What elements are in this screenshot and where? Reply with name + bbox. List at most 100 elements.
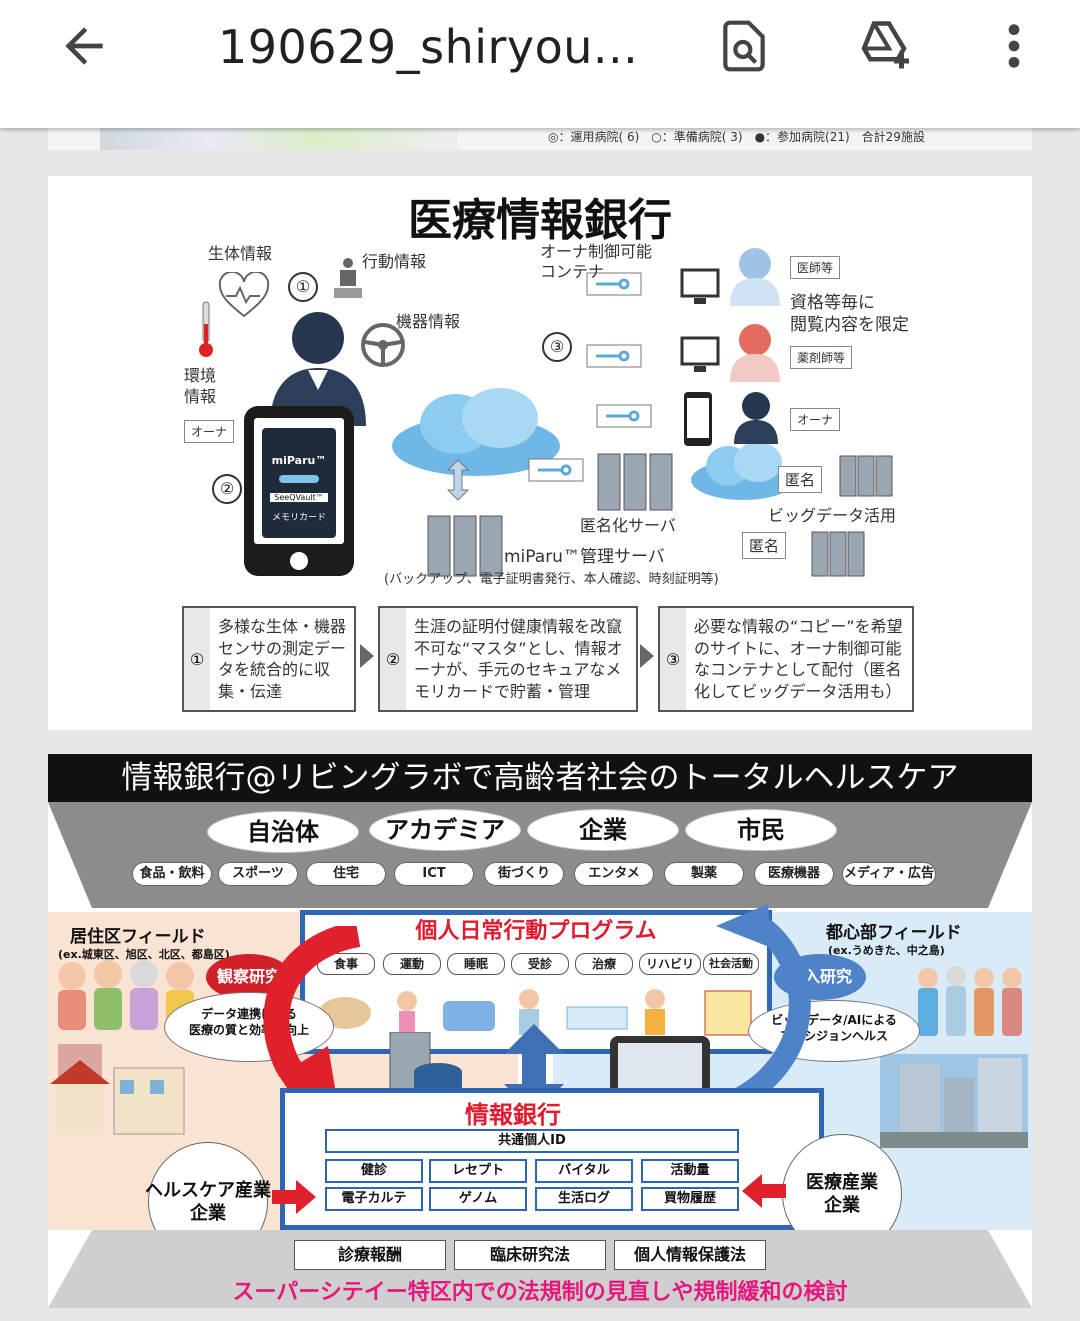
owner-tag: オーナ <box>184 420 235 443</box>
regulation-review-text: スーパーシテイー特区内での法規制の見直しや規制緩和の検討 <box>232 1280 848 1305</box>
program-title: 個人日常行動プログラム <box>415 919 657 944</box>
data-cell-7: 買物履歴 <box>641 1187 739 1211</box>
previous-page-strip: ◎：運用病院( 6) ○：準備病院( 3) ●：参加病院(21) 合計29施設 <box>48 128 1032 150</box>
more-vert-icon[interactable] <box>982 14 1046 78</box>
activity-4: 治療 <box>575 953 633 975</box>
left-field-sub: (ex.城東区、旭区、北区、都島区) <box>58 948 230 961</box>
sector-0: 食品・飲料 <box>132 862 212 886</box>
activity-illustrations <box>319 989 752 1036</box>
label-mgmt-note: (バックアップ、電子証明書発行、本人確認、時刻証明等) <box>384 572 719 587</box>
data-cell-6: 生活ログ <box>535 1187 633 1211</box>
card-brand: miParu™ <box>271 454 327 467</box>
owner-tag-2: オーナ <box>790 408 841 431</box>
document-title: 190629_shiryou... <box>218 20 639 74</box>
law-1: 臨床研究法 <box>454 1240 606 1270</box>
monitor-icon-1 <box>680 268 720 304</box>
information-bank: 情報銀行 共通個人ID 健診 レセプト バイタル 活動量 電子カルテ ゲノム 生… <box>280 1088 824 1230</box>
step-marker-2: ② <box>212 474 242 504</box>
map-thumbnail <box>100 128 458 150</box>
stakeholder-1: アカデミア <box>370 810 520 850</box>
key-container-icon-1 <box>586 272 642 296</box>
heart-icon <box>218 272 270 318</box>
sync-arrow-icon <box>446 459 470 501</box>
activity-icon <box>334 258 362 298</box>
card-label: メモリカード <box>271 513 326 523</box>
data-cell-5: ゲノム <box>429 1187 527 1211</box>
thermometer-icon <box>199 301 213 357</box>
citizens-illustration <box>918 966 1022 1036</box>
bigdata-server-icon-2 <box>811 531 865 577</box>
cloud-icon <box>392 388 560 476</box>
key-container-icon-3 <box>596 404 652 428</box>
activity-5: リハビリ <box>639 953 701 975</box>
home-button <box>290 552 308 570</box>
anonymizer-server-icon <box>597 453 673 511</box>
data-cell-3: 活動量 <box>641 1159 739 1183</box>
label-restrict: 資格等毎に 閲覧内容を限定 <box>790 293 909 336</box>
step-arrow-1 <box>360 644 374 668</box>
sector-1: スポーツ <box>218 862 298 886</box>
pharmacist-icon <box>730 324 780 382</box>
slide-header: 情報銀行@リビングラボで高齢者社会のトータルヘルスケア <box>48 754 1032 802</box>
sector-8: メディア・広告 <box>842 862 936 886</box>
pharmacist-tag: 薬剤師等 <box>790 346 853 369</box>
anonymous-tag-2: 匿名 <box>742 532 787 559</box>
elderly-people-illustration <box>58 960 194 1030</box>
stakeholder-0: 自治体 <box>208 812 358 852</box>
anonymous-tag-1: 匿名 <box>778 466 823 493</box>
arrow-back-icon[interactable] <box>52 14 116 78</box>
sector-3: ICT <box>394 862 474 886</box>
step-box-1-text: 多様な生体・機器センサの測定データを統合的に収集・伝達 <box>218 617 347 701</box>
slide-medical-info-bank: 医療情報銀行 生体情報 行動情報 機器情報 環境 情報 オーナ ① ② ③ mi… <box>48 176 1032 730</box>
sector-7: 医療機器 <box>754 862 834 886</box>
app-bar: 190629_shiryou... <box>0 0 1080 128</box>
owner-icon <box>734 392 778 444</box>
left-field-name: 居住区フィールド <box>70 927 206 947</box>
activity-1: 運動 <box>383 953 441 975</box>
law-2: 個人情報保護法 <box>614 1240 766 1270</box>
sector-5: エンタメ <box>574 862 654 886</box>
doctor-icon <box>730 248 780 306</box>
common-id-cell: 共通個人ID <box>325 1129 739 1153</box>
law-0: 診療報酬 <box>294 1240 446 1270</box>
cloud-small-icon <box>691 442 795 500</box>
data-cell-2: バイタル <box>535 1159 633 1183</box>
label-mgmt-server: miParu™管理サーバ <box>504 547 665 567</box>
houses-illustration <box>50 1044 185 1135</box>
red-arrow-right-industry <box>742 1174 786 1208</box>
management-server-icon <box>427 515 503 577</box>
step-box-2-text: 生涯の証明付健康情報を改竄不可な“マスタ”とし、情報オーナが、手元のセキュアなメ… <box>414 617 623 701</box>
step-box-1: ① 多様な生体・機器センサの測定データを統合的に収集・伝達 <box>182 606 356 712</box>
right-field-name: 都心部フィールド <box>826 923 962 943</box>
add-to-drive-icon[interactable] <box>852 14 916 78</box>
activity-3: 受診 <box>511 953 569 975</box>
label-bigdata: ビッグデータ活用 <box>768 506 897 525</box>
card-sub: SeeQVault™ <box>270 493 328 502</box>
sector-4: 街づくり <box>484 862 564 886</box>
step-box-3-num: ③ <box>660 608 686 710</box>
key-container-icon-2 <box>586 344 642 368</box>
step-box-1-num: ① <box>184 608 210 710</box>
data-cell-1: レセプト <box>429 1159 527 1183</box>
slide-title: 医療情報銀行 <box>408 195 672 246</box>
key-container-icon-4 <box>528 458 584 482</box>
mobile-icon <box>684 392 712 446</box>
hospital-legend: ◎：運用病院( 6) ○：準備病院( 3) ●：参加病院(21) 合計29施設 <box>548 130 925 144</box>
sector-2: 住宅 <box>306 862 386 886</box>
sector-6: 製薬 <box>664 862 744 886</box>
blue-curved-arrow <box>716 904 811 1114</box>
activity-6: 社会活動 <box>703 953 759 975</box>
label-behavior: 行動情報 <box>362 252 427 271</box>
step-box-3: ③ 必要な情報の“コピー”を希望のサイトに、オーナ制御可能なコンテナとして配付（… <box>658 606 914 712</box>
city-photo <box>880 1054 1028 1148</box>
step-box-2-num: ② <box>380 608 406 710</box>
label-bio: 生体情報 <box>208 244 273 263</box>
label-owner-container: オーナ制御可能 コンテナ <box>540 242 653 281</box>
stakeholder-2: 企業 <box>528 810 678 850</box>
step-arrow-2 <box>640 644 654 668</box>
activity-2: 睡眠 <box>447 953 505 975</box>
monitor-icon-2 <box>680 336 720 372</box>
find-in-document-icon[interactable] <box>712 14 776 78</box>
data-cell-4: 電子カルテ <box>325 1187 423 1211</box>
red-arrow-left-industry <box>272 1180 316 1214</box>
